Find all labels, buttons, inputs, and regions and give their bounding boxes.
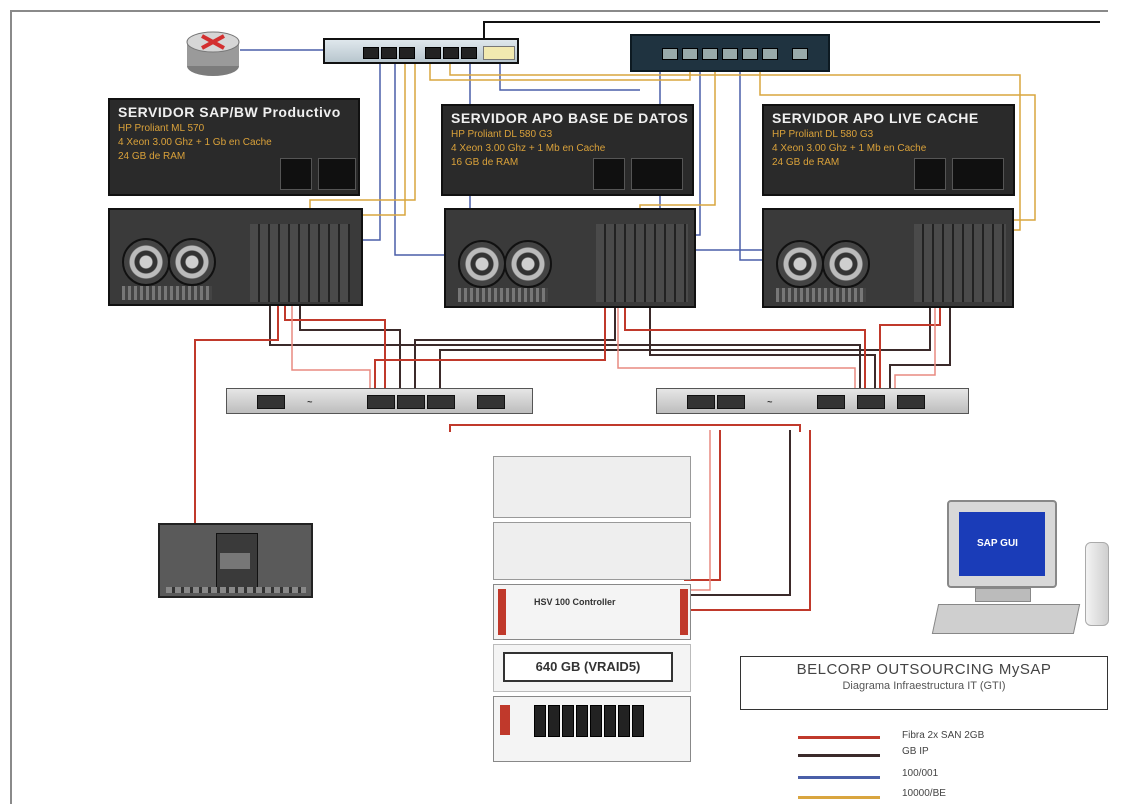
legend-swatch-100 (798, 776, 880, 779)
storage-capacity-label: 640 GB (VRAID5) (503, 652, 673, 682)
server-icon (444, 208, 696, 308)
server-title: SERVIDOR APO LIVE CACHE (772, 110, 979, 126)
diagram-frame (10, 10, 1108, 804)
server-title: SERVIDOR SAP/BW Productivo (118, 104, 341, 120)
server-icon (762, 208, 1014, 308)
server-model: HP Proliant ML 570 (118, 123, 205, 134)
legend-swatch-1000 (798, 796, 880, 799)
legend-label: 10000/BE (902, 788, 946, 799)
monitor: SAP GUI (947, 500, 1057, 588)
core-switch-icon (630, 34, 830, 72)
cables-gb-ip (269, 298, 951, 596)
storage-controller: HSV 100 Controller (493, 584, 691, 640)
server-panel-apo-livecache: SERVIDOR APO LIVE CACHE HP Proliant DL 5… (762, 104, 1015, 196)
server-panel-apo-db: SERVIDOR APO BASE DE DATOS HP Proliant D… (441, 104, 694, 196)
router-icon (186, 31, 240, 76)
legend-label: GB IP (902, 746, 929, 757)
san-switch-icon: ~ (656, 388, 969, 414)
server-ram: 16 GB de RAM (451, 157, 519, 168)
workstation-icon: SAP GUI (931, 500, 1125, 635)
legend-label: 100/001 (902, 768, 939, 779)
legend: Fibra 2x SAN 2GB GB IP 100/001 10000/BE (790, 728, 1110, 806)
tape-library-icon (158, 523, 313, 598)
controller-label: HSV 100 Controller (534, 597, 616, 607)
legend-swatch-fibre (798, 736, 880, 739)
cables-fibre (194, 298, 941, 611)
server-model: HP Proliant DL 580 G3 (772, 129, 874, 140)
cable-top-black (483, 21, 1100, 38)
storage-array-icon: HSV 100 Controller 640 GB (VRAID5) (493, 456, 691, 766)
legend-label: Fibra 2x SAN 2GB (902, 730, 985, 741)
san-switch-icon: ~ (226, 388, 533, 414)
title-block: BELCORP OUTSOURCING MySAP Diagrama Infra… (740, 656, 1108, 710)
diagram-subtitle: Diagrama Infraestructura IT (GTI) (842, 680, 1006, 692)
cables-fibre-light (291, 298, 936, 591)
server-title: SERVIDOR APO BASE DE DATOS (451, 110, 689, 126)
legend-swatch-gbip (798, 754, 880, 757)
network-switch-icon (323, 38, 519, 64)
server-cpu: 4 Xeon 3.00 Ghz + 1 Mb en Cache (451, 143, 606, 154)
diagram-title: BELCORP OUTSOURCING MySAP (796, 661, 1052, 678)
server-ram: 24 GB de RAM (118, 151, 186, 162)
disk-enclosure (493, 696, 691, 762)
server-ram: 24 GB de RAM (772, 157, 840, 168)
server-cpu: 4 Xeon 3.00 Ghz + 1 Gb en Cache (118, 137, 272, 148)
server-model: HP Proliant DL 580 G3 (451, 129, 553, 140)
server-cpu: 4 Xeon 3.00 Ghz + 1 Mb en Cache (772, 143, 927, 154)
screen-text: SAP GUI (977, 538, 1018, 549)
server-icon (108, 208, 363, 306)
server-panel-sap-bw: SERVIDOR SAP/BW Productivo HP Proliant M… (108, 98, 360, 196)
